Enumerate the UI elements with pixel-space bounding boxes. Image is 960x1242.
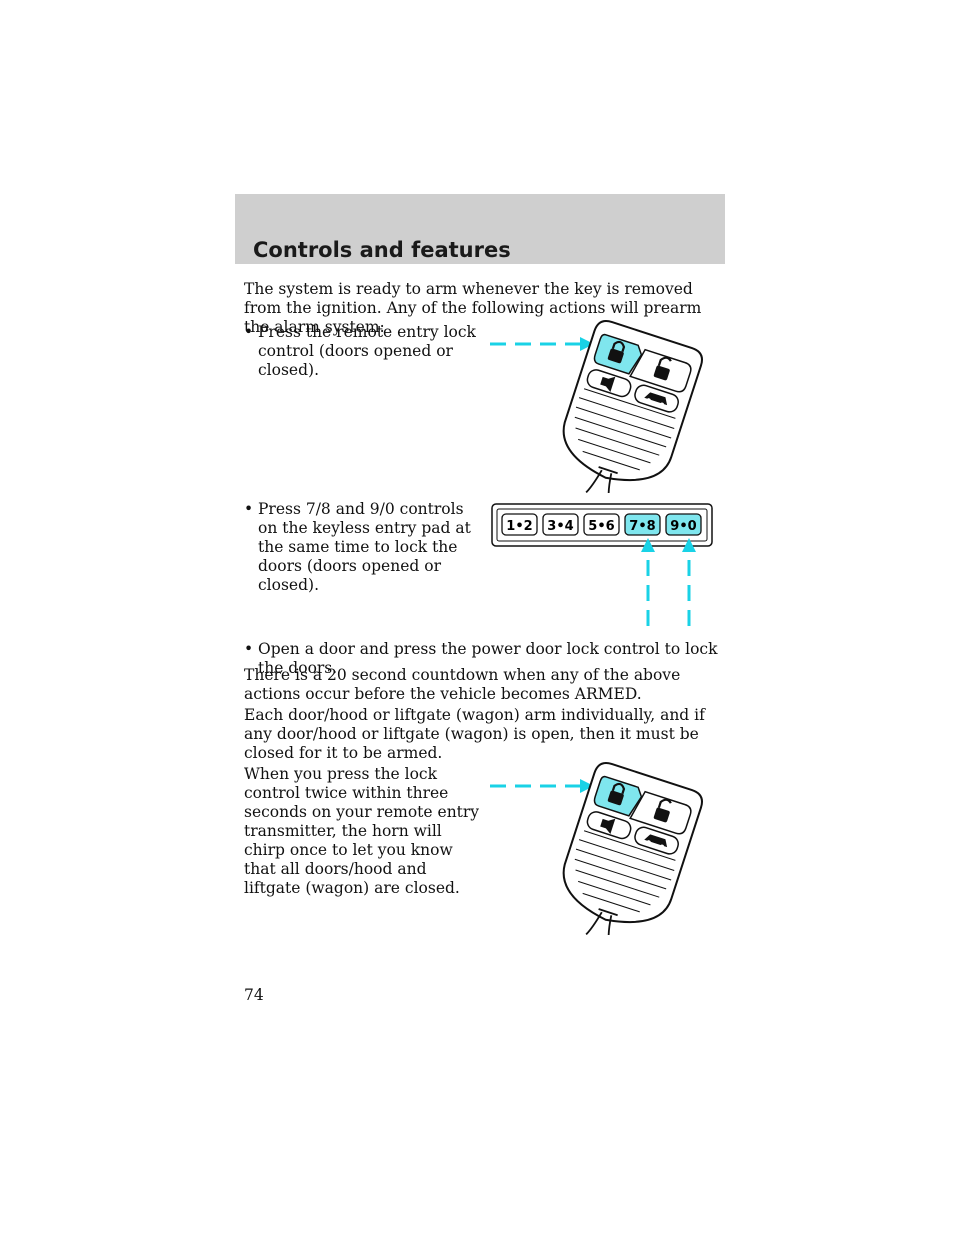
- key-fob: [562, 320, 703, 493]
- keypad-key-1: 1•2: [501, 513, 538, 536]
- countdown-paragraph: There is a 20 second countdown when any …: [244, 666, 681, 703]
- intro-paragraph: The system is ready to arm whenever the …: [244, 280, 702, 336]
- panic-horn-icon: [586, 369, 632, 398]
- unlock-icon: [629, 348, 692, 393]
- panic-horn-icon: [586, 811, 632, 840]
- key-fob: [562, 762, 703, 935]
- callout-arrow-icon: [490, 779, 594, 793]
- callout-arrow-icon: [682, 538, 696, 626]
- keypad-key-5-highlighted: 9•0: [665, 513, 702, 536]
- svg-text:1•2: 1•2: [506, 519, 532, 534]
- section-title: Controls and features: [253, 238, 511, 262]
- bullet-symbol: •: [244, 323, 254, 341]
- chirp-paragraph: When you press the lock control twice wi…: [244, 765, 480, 897]
- bullet-text: Press the remote entry lock control (doo…: [258, 323, 476, 379]
- bullet-item-keypad: • Press 7/8 and 9/0 controls on the keyl…: [244, 500, 476, 595]
- bullet-item-power-lock: • Open a door and press the power door l…: [244, 640, 724, 678]
- callout-arrow-icon: [490, 337, 594, 351]
- svg-text:9•0: 9•0: [670, 519, 696, 534]
- remote-transmitter-figure-2: [490, 762, 703, 935]
- bullet-symbol: •: [244, 500, 254, 518]
- bullet-text: Press 7/8 and 9/0 controls on the keyles…: [258, 500, 471, 594]
- trunk-car-icon: [634, 384, 679, 413]
- header-band: Controls and features: [235, 194, 725, 264]
- bullet-text: Open a door and press the power door loc…: [258, 640, 718, 677]
- bullet-symbol: •: [244, 640, 254, 658]
- svg-text:3•4: 3•4: [547, 519, 573, 534]
- callout-arrow-icon: [641, 538, 655, 626]
- lock-icon: [593, 775, 643, 817]
- unlock-icon: [629, 790, 692, 835]
- arm-paragraph: Each door/hood or liftgate (wagon) arm i…: [244, 706, 705, 762]
- lock-icon: [593, 333, 643, 375]
- svg-text:5•6: 5•6: [588, 519, 614, 534]
- keypad-key-4-highlighted: 7•8: [624, 513, 661, 536]
- keypad-key-2: 3•4: [542, 513, 579, 536]
- bullet-item-remote-lock: • Press the remote entry lock control (d…: [244, 323, 484, 380]
- keypad-key-3: 5•6: [583, 513, 620, 536]
- page-number: 74: [244, 986, 264, 1004]
- trunk-car-icon: [634, 826, 679, 855]
- remote-transmitter-figure: [490, 320, 703, 493]
- svg-text:7•8: 7•8: [629, 519, 655, 534]
- keypad-figure: 1•2 3•4 5•6 7•8 9•0: [491, 503, 713, 626]
